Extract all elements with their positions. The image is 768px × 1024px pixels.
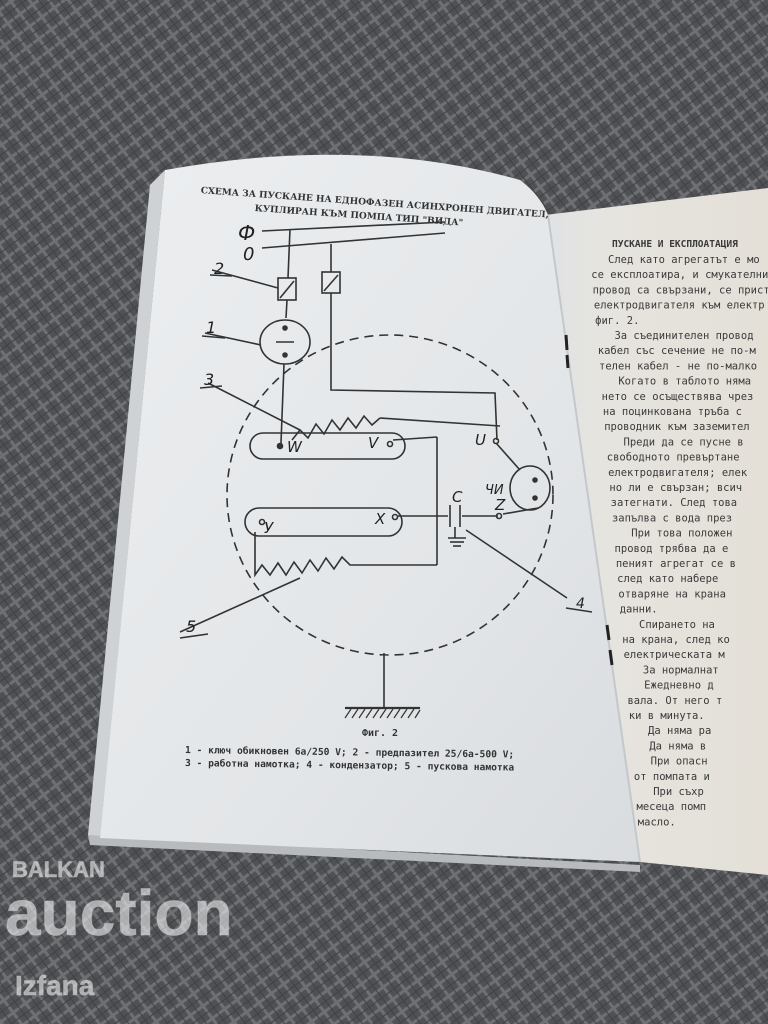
label-C: C [452, 488, 463, 506]
right-page-line: провод са свързани, се прист [593, 284, 768, 296]
legend-line-2: 3 - работна намотка; 4 - кондензатор; 5 … [185, 757, 515, 774]
label-5: 5 [186, 617, 196, 636]
figure-caption-block: Фиг. 2 1 - ключ обикновен 6а/250 V; 2 - … [185, 728, 515, 774]
right-page-line: провод трябва да е [615, 543, 729, 555]
right-page-line: нето се осъществява чрез [602, 391, 754, 403]
watermark-line-1: BALKAN [12, 857, 105, 882]
right-page-line: месеца помп [637, 801, 707, 813]
right-page-line: вала. От него т [627, 695, 722, 707]
right-page-line: Преди да се пусне в [624, 436, 744, 448]
legend-line-1: 1 - ключ обикновен 6а/250 V; 2 - предпаз… [185, 744, 514, 761]
right-page-line: кабел със сечение не по-м [598, 345, 757, 357]
right-page-line: от помпата и [634, 771, 710, 783]
label-1: 1 [206, 318, 216, 337]
right-page-line: свободното превъртане [607, 452, 740, 464]
right-page-line: Да няма ра [648, 725, 711, 737]
watermark-logo: BALKAN auction Izfana [5, 857, 234, 1002]
wiring-diagram [179, 221, 593, 719]
label-Z: Z [494, 496, 506, 514]
right-page-line: При опасн [651, 756, 708, 768]
neutral-line [261, 232, 446, 249]
label-3: 3 [204, 370, 214, 389]
right-page-heading: ПУСКАНЕ И ЕКСПЛОАТАЦИЯ [612, 239, 738, 250]
page-stack-edge [88, 170, 165, 840]
label-W: W [287, 438, 303, 456]
terminal-bar-top [249, 432, 406, 460]
staple-marks [564, 334, 614, 666]
watermark-line-3: Izfana [15, 970, 95, 1001]
diagram-labels: Ф 0 2 1 3 5 4 W V U У X Z C ЧИ [186, 221, 585, 636]
label-neutral: 0 [243, 244, 254, 265]
right-page-line: отваряне на крана [618, 588, 725, 600]
right-page-line: на крана, след ко [622, 634, 729, 646]
label-X: X [374, 510, 386, 528]
label-U: U [475, 431, 486, 449]
label-2: 2 [214, 259, 224, 278]
right-page-line: след като набере [617, 573, 718, 585]
watermark-line-2: auction [5, 877, 233, 949]
label-meter: ЧИ [485, 483, 504, 498]
right-page-line: След като агрегатът е мо [608, 254, 760, 266]
right-page-line: проводник към заземител [604, 421, 749, 433]
switch-1 [259, 319, 311, 365]
right-page-line: Да няма в [649, 740, 706, 752]
working-winding [291, 414, 381, 441]
right-page-line: електродвигателя към електр [594, 300, 765, 312]
label-V: V [368, 434, 380, 452]
figure-caption: Фиг. 2 [362, 728, 398, 739]
right-page-line: Когато в таблото няма [618, 376, 751, 388]
right-page-line: Ежедневно д [644, 680, 714, 692]
right-page-line: За нормалнат [643, 664, 719, 676]
right-page-line: затегнати. След това [611, 497, 737, 509]
motor-outline [226, 334, 554, 656]
right-page-line: При това положен [631, 528, 732, 540]
right-page [545, 188, 768, 875]
right-page-line: но ли е свързан; всич [609, 482, 742, 494]
right-page-line: Спирането на [639, 619, 715, 631]
right-page-line: данни. [620, 604, 658, 616]
right-page-line: на поцинкована тръба с [603, 406, 742, 418]
terminal-bar-bottom [244, 507, 403, 537]
right-page-line: запълва с вода през [612, 512, 732, 524]
right-page-text: ПУСКАНЕ И ЕКСПЛОАТАЦИЯ След като агрегат… [591, 239, 768, 828]
phase-line [261, 221, 446, 232]
right-page-line: фиг. 2. [595, 315, 639, 327]
right-page-line: електродвигателя; елек [608, 467, 748, 479]
book-spine [547, 214, 641, 863]
label-phase: Ф [238, 221, 255, 245]
right-page-line: ки в минута. [629, 710, 705, 722]
right-page-line: телен кабел - не по-малко [599, 360, 757, 372]
right-page-line: пеният агрегат се в [616, 558, 736, 570]
right-page-line: масло. [638, 816, 676, 828]
right-page-line: се експлоатира, и смукателни [591, 269, 768, 281]
right-page-line: При съхр [653, 786, 704, 798]
ground-hatch [344, 708, 421, 719]
right-page-line: За съединителен провод [614, 330, 753, 342]
page-stack-bottom [88, 835, 640, 872]
right-page-line: електрическата м [624, 649, 726, 661]
label-4: 4 [576, 596, 585, 612]
label-Y: У [264, 519, 274, 537]
